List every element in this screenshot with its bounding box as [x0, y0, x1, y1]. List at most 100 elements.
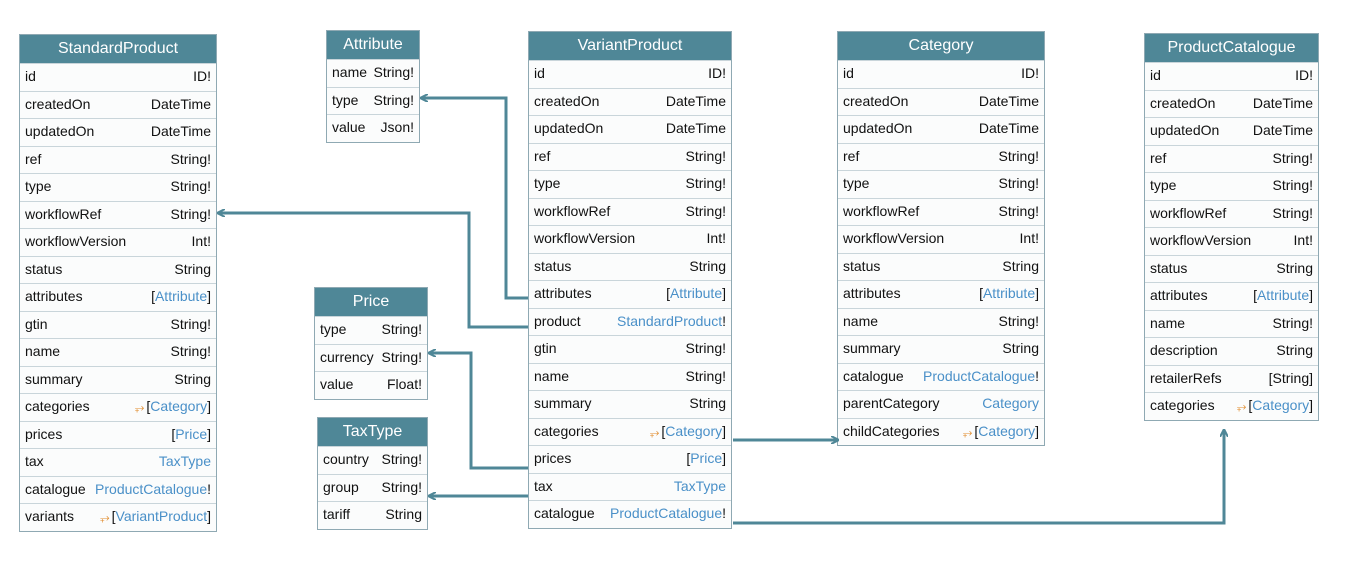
field-type[interactable]: ProductCatalogue!	[610, 505, 726, 521]
field-type-name[interactable]: ProductCatalogue	[610, 505, 723, 521]
field-type-name[interactable]: Category	[982, 395, 1039, 411]
field-row-attributes[interactable]: attributes[Attribute]	[838, 280, 1044, 308]
field-type-name[interactable]: Category	[150, 398, 208, 414]
field-type[interactable]: [Attribute]	[1253, 287, 1313, 303]
field-type-name[interactable]: ProductCatalogue	[923, 367, 1036, 384]
field-type[interactable]: [Price]	[171, 426, 211, 442]
field-type-name[interactable]: Attribute	[982, 285, 1036, 301]
field-row-prices[interactable]: prices[Price]	[20, 420, 216, 448]
field-row-categories[interactable]: categories⥅[Category]	[1145, 392, 1318, 420]
field-row-categories[interactable]: categories⥅[Category]	[529, 417, 731, 445]
field-row-variants[interactable]: variants⥅[VariantProduct]	[20, 503, 216, 531]
field-type[interactable]: ProductCatalogue!	[95, 481, 211, 497]
field-type-name[interactable]: Attribute	[154, 288, 208, 304]
field-type[interactable]: ProductCatalogue!	[923, 368, 1039, 384]
field-type-name[interactable]: StandardProduct	[617, 312, 723, 329]
field-type-name[interactable]: VariantProduct	[115, 508, 208, 524]
field-type[interactable]: [Attribute]	[979, 285, 1039, 301]
field-type[interactable]: ⥅[VariantProduct]	[100, 508, 211, 525]
field-type[interactable]: TaxType	[674, 478, 726, 494]
field-type-name[interactable]: ProductCatalogue	[95, 480, 208, 497]
field-row-attributes[interactable]: attributes[Attribute]	[1145, 282, 1318, 310]
field-type[interactable]: ⥅[Category]	[650, 423, 726, 440]
field-type[interactable]: [Attribute]	[666, 285, 726, 301]
field-type[interactable]: ⥅[Category]	[135, 398, 211, 415]
field-type[interactable]: StandardProduct!	[617, 313, 726, 329]
field-type-name[interactable]: Price	[690, 450, 723, 466]
field-type-name[interactable]: Category	[1252, 397, 1310, 413]
field-type-name[interactable]: TaxType	[673, 477, 726, 494]
field-type[interactable]: ⥅[Category]	[963, 423, 1039, 440]
field-type[interactable]: TaxType	[159, 453, 211, 469]
field-type-name[interactable]: TaxType	[158, 453, 211, 469]
field-type-name[interactable]: Category	[665, 422, 723, 439]
field-row-attributes[interactable]: attributes[Attribute]	[20, 283, 216, 311]
field-row-attributes[interactable]: attributes[Attribute]	[529, 280, 731, 308]
field-row-child-categories[interactable]: childCategories⥅[Category]	[838, 417, 1044, 445]
field-row-categories[interactable]: categories⥅[Category]	[20, 393, 216, 421]
field-row-prices[interactable]: prices[Price]	[529, 445, 731, 473]
field-type-name[interactable]: Attribute	[1256, 287, 1310, 303]
field-type-name[interactable]: Attribute	[669, 285, 723, 301]
field-type[interactable]: ⥅[Category]	[1237, 397, 1313, 414]
field-type[interactable]: Category	[982, 395, 1039, 411]
field-type-name[interactable]: Price	[175, 425, 208, 442]
